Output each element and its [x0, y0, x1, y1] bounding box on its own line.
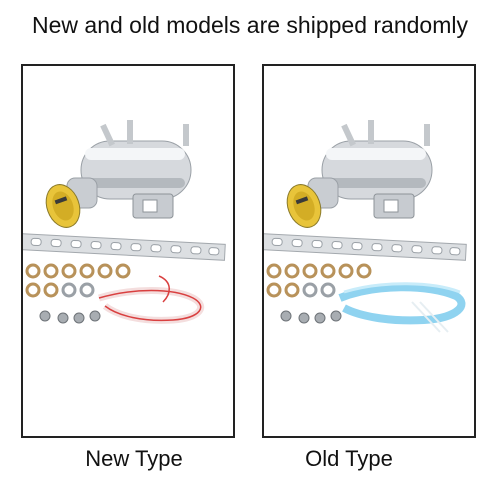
new-type-product-image: [23, 120, 226, 324]
hose-clamps: [25, 263, 131, 298]
mounting-screws: [280, 310, 342, 324]
headline: New and old models are shipped randomly: [32, 12, 468, 38]
radiator-tank: [66, 120, 192, 219]
mounting-strip: [264, 233, 467, 261]
light-blue-hose: [338, 282, 466, 333]
red-white-hose: [98, 275, 205, 324]
new-type-panel: [21, 64, 235, 438]
mounting-screws: [39, 310, 101, 324]
old-type-product-image: [264, 120, 467, 333]
radiator-tank: [307, 120, 433, 219]
new-type-caption: New Type: [85, 446, 183, 471]
radiator-cap: [45, 184, 81, 228]
radiator-cap: [286, 184, 322, 228]
hose-clamps: [266, 263, 372, 298]
old-type-caption: Old Type: [305, 446, 393, 471]
old-type-panel: [262, 64, 476, 438]
mounting-strip: [23, 233, 226, 261]
